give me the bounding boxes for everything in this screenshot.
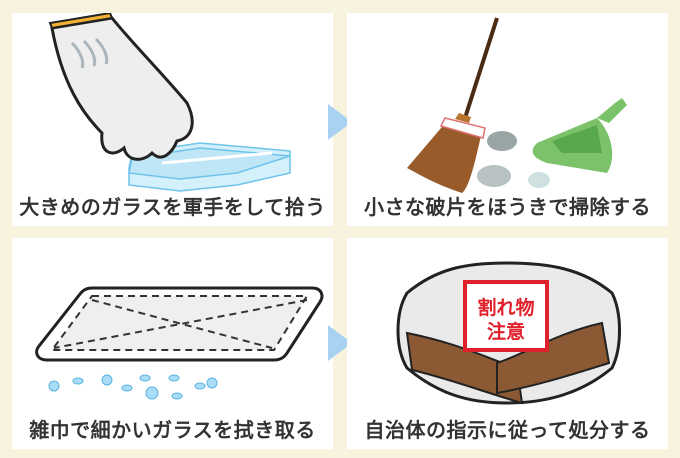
step-4-panel: 割れ物 注意 自治体の指示に従って処分する	[347, 238, 668, 449]
fragile-label-line2: 注意	[487, 320, 525, 343]
taped-package-illustration: 割れ物 注意	[396, 261, 621, 405]
step-2-panel: 小さな破片をほうきで掃除する	[347, 13, 668, 226]
step-3-panel: 雑巾で細かいガラスを拭き取る	[12, 238, 333, 449]
broom-dustpan-illustration	[407, 17, 627, 193]
cloth-wiping-illustration	[35, 286, 324, 400]
step-caption: 小さな破片をほうきで掃除する	[364, 195, 651, 219]
step-caption: 大きめのガラスを軍手をして拾う	[19, 195, 326, 219]
step-1-panel: 大きめのガラスを軍手をして拾う	[12, 13, 333, 226]
step-caption: 雑巾で細かいガラスを拭き取る	[29, 418, 316, 442]
fragile-label-line1: 割れ物	[477, 296, 534, 319]
gloved-hand-glass-illustration	[48, 13, 291, 192]
step-caption: 自治体の指示に従って処分する	[364, 418, 651, 442]
